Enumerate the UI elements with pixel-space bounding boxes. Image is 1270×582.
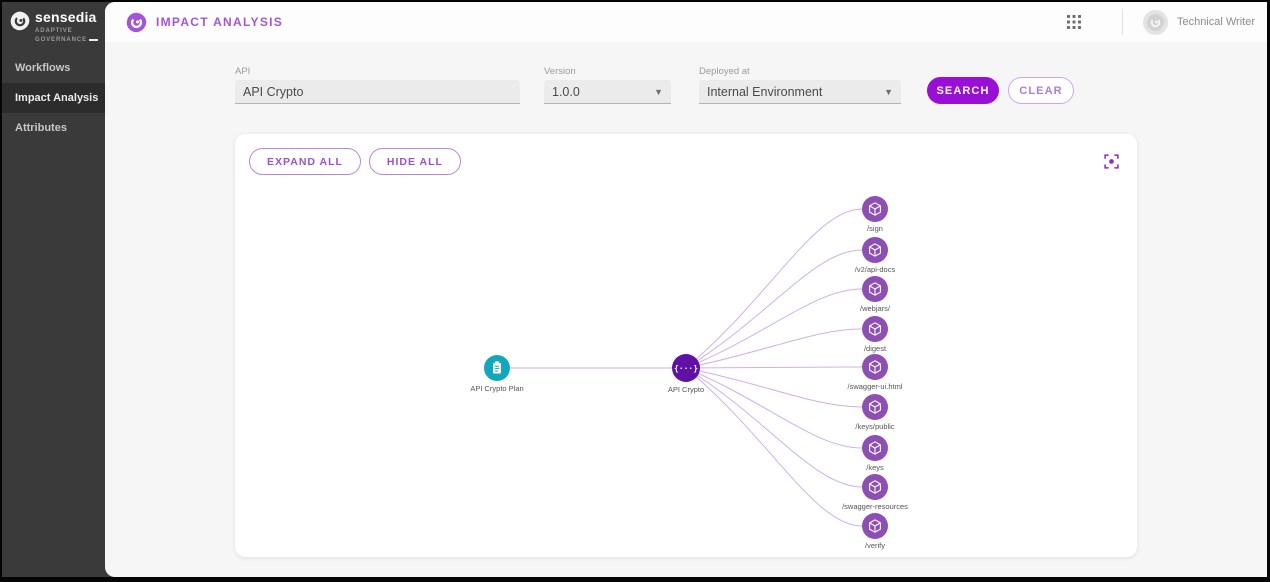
braces-icon: {···}	[674, 364, 698, 373]
cube-icon	[869, 441, 881, 455]
graph-node-label: /swagger-resources	[842, 502, 908, 511]
graph-node-swagger-resources[interactable]: /swagger-resources	[842, 474, 908, 511]
graph-node-label: /verify	[865, 541, 885, 550]
header-divider	[1121, 9, 1123, 35]
cube-icon	[869, 282, 881, 296]
avatar	[1142, 9, 1168, 35]
graph-node-keys-public[interactable]: /keys/public	[855, 394, 895, 431]
cube-icon	[869, 519, 881, 533]
graph-node-label: /keys/public	[855, 422, 894, 431]
sidebar-item-impact-analysis[interactable]: Impact Analysis	[2, 83, 105, 114]
cube-icon	[869, 360, 881, 374]
expand-all-button[interactable]: EXPAND ALL	[249, 148, 361, 175]
cube-icon	[869, 243, 881, 257]
filter-bar: API Version 1.0.0 ▼ Deployed at Intern	[235, 66, 1137, 104]
center-focus-icon	[1104, 154, 1119, 169]
chevron-down-icon: ▼	[884, 86, 893, 97]
chevron-down-icon: ▼	[654, 86, 663, 97]
graph-node-label: /v2/api-docs	[855, 265, 896, 274]
graph-node-label: API Crypto Plan	[470, 384, 523, 393]
graph-node-label: /keys	[866, 463, 884, 472]
graph-node-api-crypto-plan[interactable]: API Crypto Plan	[470, 355, 524, 393]
sidebar-item-workflows[interactable]: Workflows	[15, 62, 71, 75]
graph-edges	[497, 208, 863, 527]
dependency-graph: API Crypto Plan {···} API Crypto/sign/v2/a…	[470, 196, 908, 550]
graph-edge	[685, 367, 863, 527]
graph-edge	[685, 208, 863, 369]
cube-icon	[869, 322, 881, 336]
api-input[interactable]	[235, 80, 520, 104]
graph-edge	[685, 367, 863, 449]
cube-icon	[869, 202, 881, 216]
top-bar: IMPACT ANALYSIS	[105, 2, 1267, 42]
api-field-label: API	[235, 66, 251, 77]
deployed-at-field-label: Deployed at	[699, 66, 750, 77]
sensedia-blob-icon	[10, 11, 30, 31]
graph-node-webjars[interactable]: /webjars/	[860, 276, 891, 313]
graph-edge	[685, 249, 863, 369]
version-select[interactable]: 1.0.0 ▼	[544, 80, 671, 104]
graph-node-keys[interactable]: /keys	[862, 435, 888, 472]
main-panel: IMPACT ANALYSIS	[105, 2, 1267, 577]
deployed-at-select-value: Internal Environment	[707, 84, 823, 99]
graph-edge	[685, 367, 863, 408]
cube-icon	[869, 400, 881, 414]
version-field-label: Version	[544, 66, 576, 77]
graph-edge	[685, 366, 863, 369]
graph-node-digest[interactable]: /digest	[862, 316, 888, 353]
graph-node-sign[interactable]: /sign	[862, 196, 888, 233]
clear-button[interactable]: CLEAR	[1008, 77, 1074, 104]
version-select-value: 1.0.0	[552, 84, 580, 99]
graph-node-label: /webjars/	[860, 304, 891, 313]
graph-node-api-crypto[interactable]: {···} API Crypto	[668, 354, 704, 394]
deployed-at-select[interactable]: Internal Environment ▼	[699, 80, 901, 104]
graph-node-verify[interactable]: /verify	[862, 513, 888, 550]
graph-node-label: /swagger-ui.html	[847, 382, 902, 391]
user-name: Technical Writer	[1176, 16, 1255, 28]
sensedia-blob-icon	[126, 12, 147, 32]
brand-subtitle: ADAPTIVE GOVERNANCE	[35, 27, 99, 45]
page-title: IMPACT ANALYSIS	[156, 15, 284, 29]
cube-icon	[869, 480, 881, 494]
graph-node-swagger-ui-html[interactable]: /swagger-ui.html	[847, 354, 903, 391]
graph-node-v2-api-docs[interactable]: /v2/api-docs	[855, 237, 896, 274]
hide-all-button[interactable]: HIDE ALL	[368, 148, 461, 175]
search-button[interactable]: SEARCH	[927, 77, 999, 104]
content-area: API Version 1.0.0 ▼ Deployed at Intern	[105, 42, 1267, 577]
graph-node-label: API Crypto	[668, 385, 704, 394]
graph-edge	[685, 367, 863, 488]
sidebar-item-attributes[interactable]: Attributes	[15, 122, 67, 135]
impact-graph-card: EXPAND ALL HIDE ALL API Crypto Plan {···}…	[235, 134, 1137, 557]
apps-menu-button[interactable]	[1064, 12, 1084, 32]
graph-edge	[685, 288, 863, 369]
logo-dash	[89, 38, 99, 41]
user-menu[interactable]: Technical Writer	[1142, 9, 1255, 35]
graph-node-label: /digest	[864, 344, 887, 353]
apps-grid-icon	[1066, 15, 1081, 29]
fullscreen-button[interactable]	[1102, 152, 1121, 171]
brand-logo: sensedia ADAPTIVE GOVERNANCE	[2, 8, 105, 45]
graph-edge	[685, 328, 863, 369]
brand-name: sensedia	[35, 9, 97, 25]
graph-node-label: /sign	[867, 224, 883, 233]
